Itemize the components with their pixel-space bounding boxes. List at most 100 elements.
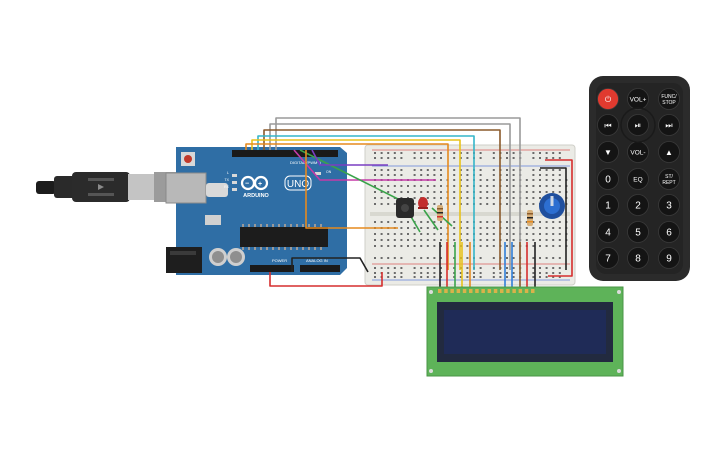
breadboard-hole[interactable] <box>479 233 482 235</box>
remote-button[interactable]: ▼ <box>597 141 619 163</box>
remote-button[interactable]: ⏯ <box>627 114 649 136</box>
breadboard-hole[interactable] <box>506 227 508 229</box>
breadboard-hole[interactable] <box>380 267 383 269</box>
breadboard-hole[interactable] <box>440 197 442 199</box>
breadboard-hole[interactable] <box>426 169 429 171</box>
breadboard-hole[interactable] <box>552 169 555 171</box>
breadboard-hole[interactable] <box>433 203 436 205</box>
breadboard-hole[interactable] <box>426 197 429 199</box>
breadboard-hole[interactable] <box>400 152 403 154</box>
breadboard-hole[interactable] <box>420 152 423 154</box>
breadboard-hole[interactable] <box>473 272 475 274</box>
breadboard-hole[interactable] <box>539 185 541 187</box>
breadboard-hole[interactable] <box>407 245 409 247</box>
breadboard-hole[interactable] <box>545 185 548 187</box>
breadboard-hole[interactable] <box>413 185 416 187</box>
remote-button[interactable]: ⏻ <box>597 88 619 110</box>
breadboard-hole[interactable] <box>466 245 469 247</box>
breadboard-hole[interactable] <box>440 174 442 176</box>
breadboard-hole[interactable] <box>506 197 508 199</box>
breadboard-hole[interactable] <box>433 227 436 229</box>
breadboard-hole[interactable] <box>532 233 535 235</box>
breadboard-hole[interactable] <box>492 221 495 223</box>
breadboard-hole[interactable] <box>558 191 561 193</box>
breadboard-hole[interactable] <box>380 152 383 154</box>
breadboard-hole[interactable] <box>532 245 535 247</box>
breadboard-hole[interactable] <box>512 203 515 205</box>
breadboard-hole[interactable] <box>400 233 403 235</box>
breadboard-hole[interactable] <box>552 257 555 259</box>
breadboard-hole[interactable] <box>400 267 403 269</box>
remote-button[interactable]: 0 <box>597 168 619 190</box>
breadboard-hole[interactable] <box>525 221 528 223</box>
breadboard-hole[interactable] <box>393 245 396 247</box>
breadboard-hole[interactable] <box>492 185 495 187</box>
lcd-pin[interactable] <box>531 289 535 293</box>
breadboard-hole[interactable] <box>552 152 555 154</box>
breadboard-hole[interactable] <box>512 239 515 241</box>
breadboard-hole[interactable] <box>407 239 409 241</box>
breadboard-hole[interactable] <box>374 157 376 159</box>
breadboard-hole[interactable] <box>558 169 561 171</box>
breadboard-hole[interactable] <box>393 203 396 205</box>
breadboard-hole[interactable] <box>506 239 508 241</box>
breadboard-hole[interactable] <box>374 245 376 247</box>
breadboard-hole[interactable] <box>486 221 489 223</box>
breadboard-hole[interactable] <box>433 191 436 193</box>
wire-red[interactable] <box>269 272 383 287</box>
breadboard-hole[interactable] <box>539 169 541 171</box>
breadboard-hole[interactable] <box>393 233 396 235</box>
breadboard-hole[interactable] <box>393 174 396 176</box>
breadboard-hole[interactable] <box>558 227 561 229</box>
breadboard-hole[interactable] <box>532 191 535 193</box>
breadboard-hole[interactable] <box>545 233 548 235</box>
breadboard-hole[interactable] <box>479 157 482 159</box>
breadboard-hole[interactable] <box>479 239 482 241</box>
breadboard-hole[interactable] <box>479 267 482 269</box>
breadboard-hole[interactable] <box>426 239 429 241</box>
breadboard-hole[interactable] <box>492 233 495 235</box>
breadboard-hole[interactable] <box>506 245 508 247</box>
breadboard-hole[interactable] <box>525 179 528 181</box>
breadboard-hole[interactable] <box>539 191 541 193</box>
breadboard-hole[interactable] <box>393 239 396 241</box>
remote-button[interactable]: 6 <box>658 221 680 243</box>
breadboard-hole[interactable] <box>380 239 383 241</box>
lcd-pin[interactable] <box>493 289 498 293</box>
wire-led-2[interactable] <box>423 209 439 231</box>
breadboard-hole[interactable] <box>387 191 390 193</box>
wire-magenta[interactable] <box>293 149 436 181</box>
breadboard-hole[interactable] <box>539 227 541 229</box>
power-header[interactable] <box>250 265 294 272</box>
breadboard-hole[interactable] <box>539 276 541 278</box>
breadboard-hole[interactable] <box>512 227 515 229</box>
breadboard-hole[interactable] <box>545 174 548 176</box>
breadboard-hole[interactable] <box>539 174 541 176</box>
breadboard-hole[interactable] <box>433 185 436 187</box>
remote-button[interactable]: ⏭ <box>658 114 680 136</box>
breadboard-hole[interactable] <box>492 267 495 269</box>
breadboard-hole[interactable] <box>506 267 508 269</box>
breadboard-hole[interactable] <box>440 203 442 205</box>
breadboard-hole[interactable] <box>413 257 416 259</box>
remote-button[interactable]: EQ <box>627 168 649 190</box>
resistor[interactable] <box>437 205 443 221</box>
breadboard-hole[interactable] <box>420 157 423 159</box>
breadboard-hole[interactable] <box>506 179 508 181</box>
breadboard-hole[interactable] <box>492 169 495 171</box>
breadboard-hole[interactable] <box>380 221 383 223</box>
breadboard-hole[interactable] <box>506 203 508 205</box>
breadboard-hole[interactable] <box>380 185 383 187</box>
remote-button[interactable]: VOL+ <box>627 88 649 110</box>
breadboard-hole[interactable] <box>545 272 548 274</box>
remote-button[interactable]: 4 <box>597 221 619 243</box>
breadboard-hole[interactable] <box>499 276 502 278</box>
breadboard-hole[interactable] <box>492 174 495 176</box>
breadboard-hole[interactable] <box>387 203 390 205</box>
breadboard-hole[interactable] <box>426 185 429 187</box>
breadboard-hole[interactable] <box>413 169 416 171</box>
breadboard-hole[interactable] <box>413 233 416 235</box>
breadboard-hole[interactable] <box>532 179 535 181</box>
breadboard-hole[interactable] <box>539 221 541 223</box>
breadboard-hole[interactable] <box>400 276 403 278</box>
